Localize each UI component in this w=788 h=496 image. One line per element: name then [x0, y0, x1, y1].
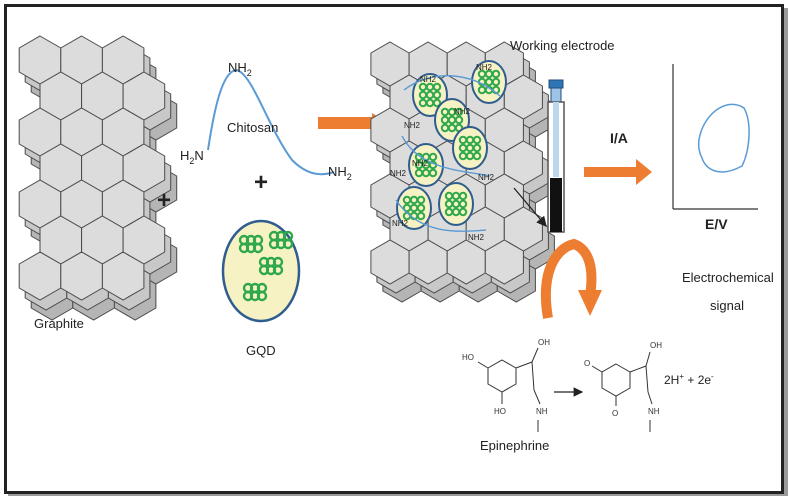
gqd-ring — [282, 238, 294, 250]
n-text: N — [194, 148, 203, 163]
h2n-label: H2N — [180, 148, 204, 166]
arrow-shaft — [318, 117, 374, 129]
signal-label-line1: Electrochemical — [682, 270, 774, 285]
gqd-ring — [432, 82, 442, 92]
gqd-ring — [458, 199, 468, 209]
gqd-ring — [256, 290, 268, 302]
sub2: 2 — [247, 68, 252, 78]
graphite-stack — [18, 35, 178, 321]
gqd-ring — [428, 168, 438, 178]
nh2-text: NH — [328, 164, 347, 179]
gqd-ring — [416, 195, 426, 205]
nh2-small-label: NH2 — [454, 107, 471, 116]
nh2-small-label: NH2 — [476, 63, 493, 72]
sub2: 2 — [189, 156, 194, 166]
nh2-small-label: NH2 — [468, 233, 485, 242]
gqd-ring — [416, 203, 426, 213]
arrow-to-signal — [584, 159, 652, 185]
plus-sign-2: + — [254, 169, 268, 196]
gqd-ring — [491, 69, 501, 79]
pointer-arrow — [513, 187, 547, 227]
sub2: 2 — [347, 172, 352, 182]
ho-label-2: HO — [494, 407, 506, 416]
nh2-small-label: NH2 — [404, 121, 421, 130]
working-electrode — [547, 79, 565, 233]
cv-curve — [697, 103, 750, 173]
gqd-ring — [472, 143, 482, 153]
nh-label-2: NH — [648, 407, 660, 416]
product-structure — [591, 351, 653, 432]
products-text: 2H — [664, 373, 679, 387]
plus-sup: + — [679, 372, 684, 381]
graphene-hexagon — [484, 239, 524, 285]
gqd-ring — [472, 135, 482, 145]
oh-label: OH — [538, 338, 550, 347]
graphite-label: Graphite — [34, 316, 84, 331]
gqd-ring — [432, 90, 442, 100]
nh2-label-top: NH2 — [228, 60, 252, 78]
o-label-1: O — [584, 359, 590, 368]
products-label: 2H+ + 2e- — [664, 372, 714, 387]
gqd-ring — [416, 211, 426, 221]
e-part: + 2e — [684, 373, 711, 387]
o-label-2: O — [612, 409, 618, 418]
gqd-label: GQD — [246, 343, 276, 358]
curved-arrow — [540, 238, 597, 319]
nh2-small-label: NH2 — [390, 169, 407, 178]
oh-label-2: OH — [650, 341, 662, 350]
nh2-text: NH — [228, 60, 247, 75]
gqd-ring — [458, 191, 468, 201]
gqd-ring — [472, 151, 482, 161]
gqd-ring — [432, 98, 442, 108]
plus-sign: + — [157, 187, 171, 214]
nh-label: NH — [536, 407, 548, 416]
gqd-ring — [491, 77, 501, 87]
chitosan-strand — [401, 135, 491, 177]
gqd-ring — [252, 242, 264, 254]
gqd-particle-small — [452, 126, 488, 170]
epinephrine-label: Epinephrine — [480, 438, 550, 453]
nh2-small-label: NH2 — [478, 173, 495, 182]
chitosan-chain — [207, 68, 335, 176]
curved-arrow-head — [578, 290, 602, 316]
gqd-ring — [458, 207, 468, 217]
nh2-label-right: NH2 — [328, 164, 352, 182]
graphene-hexagon — [101, 251, 145, 301]
gqd-ring — [454, 107, 464, 117]
minus-sup: - — [711, 372, 714, 381]
gqd-particle-small — [438, 182, 474, 226]
ho-label-1: HO — [462, 353, 474, 362]
chitosan-label: Chitosan — [227, 120, 278, 135]
nh2-small-label: NH2 — [420, 75, 437, 84]
nh2-small-label: NH2 — [412, 159, 429, 168]
nh2-small-label: NH2 — [392, 219, 409, 228]
working-electrode-label: Working electrode — [510, 38, 615, 53]
gqd-dot-pattern — [238, 230, 294, 302]
cv-plot — [672, 64, 758, 210]
x-axis-label: E/V — [705, 216, 728, 232]
h-text: H — [180, 148, 189, 163]
chitosan-strand — [403, 74, 501, 97]
gqd-ring — [428, 152, 438, 162]
y-axis-label: I/A — [610, 130, 628, 146]
epinephrine-structure — [477, 347, 541, 432]
chitosan-strand — [395, 199, 487, 232]
gqd-ring — [272, 264, 284, 276]
gqd-particle — [221, 219, 301, 323]
signal-label-line2: signal — [710, 298, 744, 313]
gqd-ring — [454, 115, 464, 125]
